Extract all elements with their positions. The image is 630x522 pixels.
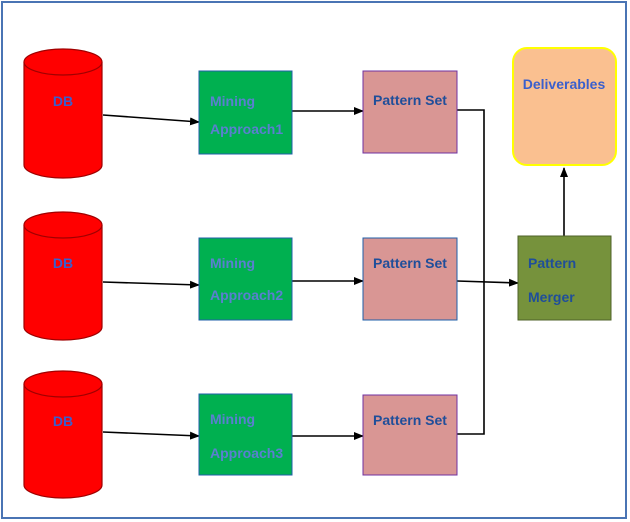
approach-label-line1: Mining xyxy=(210,255,255,271)
mining-approach-box-2: Mining Approach2 xyxy=(198,237,293,321)
db-cylinder-body xyxy=(23,384,103,499)
db-label: DB xyxy=(53,255,73,271)
pattern-set-label: Pattern Set xyxy=(373,412,447,428)
approach-box xyxy=(198,237,293,321)
arrow-db3-to-approach3 xyxy=(102,431,200,440)
database-cylinder-2: DB xyxy=(23,211,103,341)
pattern-set-box-2: Pattern Set xyxy=(362,237,458,321)
mining-approach-box-3: Mining Approach3 xyxy=(198,393,293,476)
arrow-db1-to-approach1 xyxy=(102,114,200,126)
merger-box xyxy=(517,235,612,321)
approach-box xyxy=(198,70,293,155)
approach-label-line2: Approach3 xyxy=(210,445,283,461)
db-cylinder-body xyxy=(23,62,103,179)
connector-pattern3-to-merger xyxy=(457,281,485,435)
db-cylinder-top xyxy=(23,370,103,398)
pattern-set-box-3: Pattern Set xyxy=(362,394,458,476)
db-label: DB xyxy=(53,413,73,429)
approach-label-line2: Approach2 xyxy=(210,287,283,303)
deliverables-box: Deliverables xyxy=(512,47,617,166)
merger-label-line1: Pattern xyxy=(528,255,576,271)
pattern-box xyxy=(362,394,458,476)
approach-box xyxy=(198,393,293,476)
pattern-set-box-1: Pattern Set xyxy=(362,70,458,154)
pattern-set-label: Pattern Set xyxy=(373,92,447,108)
db-cylinder-top xyxy=(23,48,103,76)
pattern-merger-box: Pattern Merger xyxy=(517,235,612,321)
deliverables-rounded-box xyxy=(512,47,617,166)
db-label: DB xyxy=(53,93,73,109)
pattern-box xyxy=(362,70,458,154)
database-cylinder-1: DB xyxy=(23,48,103,179)
mining-approach-box-1: Mining Approach1 xyxy=(198,70,293,155)
connector-pattern1-to-merger xyxy=(457,109,485,281)
db-cylinder-body xyxy=(23,225,103,341)
pattern-set-label: Pattern Set xyxy=(373,255,447,271)
pattern-box xyxy=(362,237,458,321)
merger-label-line2: Merger xyxy=(528,289,575,305)
db-cylinder-top xyxy=(23,211,103,239)
arrow-pattern2-to-merger xyxy=(456,278,519,287)
database-cylinder-3: DB xyxy=(23,370,103,499)
deliverables-label: Deliverables xyxy=(523,76,606,92)
connectors xyxy=(102,107,568,440)
approach-label-line1: Mining xyxy=(210,93,255,109)
approach-label-line2: Approach1 xyxy=(210,121,283,137)
approach-label-line1: Mining xyxy=(210,411,255,427)
arrow-db2-to-approach2 xyxy=(102,280,200,289)
